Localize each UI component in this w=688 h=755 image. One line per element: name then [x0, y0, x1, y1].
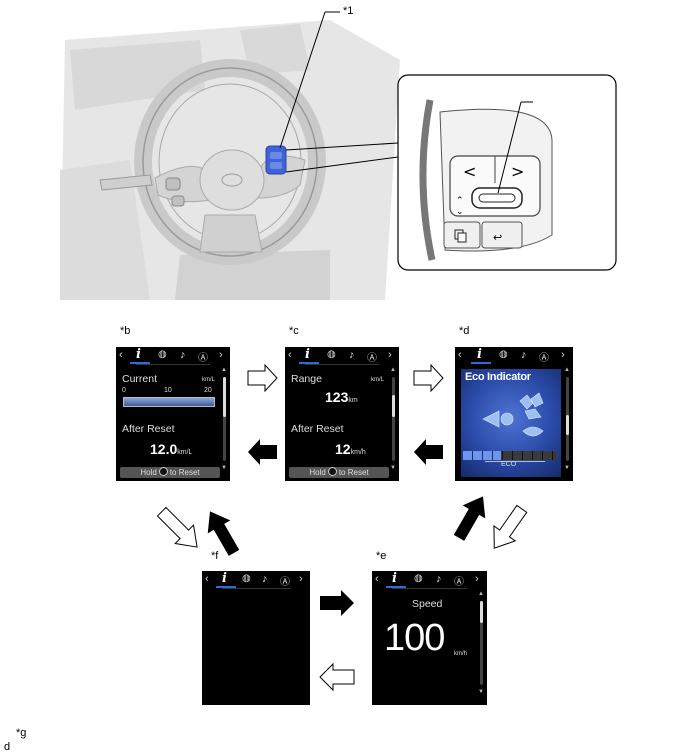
info-icon: i	[305, 347, 310, 362]
chevron-left-icon: ‹	[375, 573, 379, 585]
unit-label: km/L	[371, 377, 385, 383]
after-reset-label: After Reset	[291, 423, 344, 435]
steering-wheel-illustration: < > ⌃ ⌄ ↩	[60, 11, 617, 300]
scrollbar[interactable]: ▲ ▼	[564, 367, 570, 471]
arrow-b-to-f	[156, 506, 198, 548]
arrow-e-to-f	[319, 662, 355, 692]
a-circle-icon: Ⓐ	[280, 577, 290, 588]
screen-c: ‹ i ◍ ♪ Ⓐ › Range km/L 123km After Reset…	[285, 347, 399, 481]
unit-label: km/L	[202, 377, 216, 383]
speed-unit: km/h	[454, 651, 468, 657]
arrow-c-to-d	[413, 363, 444, 393]
after-reset-value: 12km/h	[335, 441, 366, 457]
after-reset-value: 12.0km/L	[150, 441, 193, 457]
gauge-icon: ◍	[327, 349, 336, 360]
after-reset-label: After Reset	[122, 423, 175, 435]
screen-d: ‹ i ◍ ♪ Ⓐ › Eco Indicator ECO ▲ ▼	[455, 347, 573, 481]
svg-text:<: <	[463, 162, 476, 181]
footnote-d: d	[4, 741, 11, 753]
eco-title: Eco Indicator	[465, 371, 531, 383]
gauge-icon: ◍	[242, 573, 251, 584]
current-label: Current	[122, 373, 158, 385]
speed-value: 100	[384, 617, 445, 659]
music-icon: ♪	[349, 349, 355, 361]
speed-label: Speed	[412, 598, 443, 610]
music-icon: ♪	[180, 349, 186, 361]
scroll-down-icon: ▼	[478, 689, 484, 695]
tab-bar: ‹ i ◍ ♪ Ⓐ ›	[116, 347, 230, 364]
chevron-left-icon: ‹	[119, 349, 123, 361]
svg-text:⌃: ⌃	[456, 196, 464, 206]
a-circle-icon: Ⓐ	[367, 353, 377, 364]
svg-text:⌄: ⌄	[456, 207, 464, 217]
callout-f: *f	[211, 550, 219, 562]
consumption-bar	[123, 397, 215, 407]
scrollbar[interactable]: ▲ ▼	[221, 367, 227, 471]
arrow-b-to-c	[247, 363, 278, 393]
music-icon: ♪	[262, 573, 268, 585]
screen-b: ‹ i ◍ ♪ Ⓐ › Current km/L 0 10 20 After R…	[116, 347, 230, 481]
a-circle-icon: Ⓐ	[454, 577, 464, 588]
scroll-down-icon: ▼	[564, 465, 570, 471]
info-icon: i	[392, 571, 397, 586]
callout-g: *g	[16, 727, 27, 739]
svg-text:↩: ↩	[493, 231, 502, 244]
info-icon: i	[477, 347, 482, 362]
gauge-icon: ◍	[158, 349, 167, 360]
tab-bar: ‹ i ◍ ♪ Ⓐ ›	[455, 347, 573, 364]
callout-c: *c	[289, 325, 299, 337]
scroll-up-icon: ▲	[564, 367, 570, 373]
chevron-right-icon: ›	[388, 349, 392, 361]
tab-bar: ‹ i ◍ ♪ Ⓐ ›	[285, 347, 399, 364]
chevron-left-icon: ‹	[288, 349, 292, 361]
eco-level-bar	[463, 451, 557, 460]
arrow-e-to-d	[453, 496, 486, 541]
info-icon: i	[136, 347, 141, 362]
chevron-right-icon: ›	[561, 349, 565, 361]
arrow-f-to-e	[320, 590, 354, 616]
scroll-up-icon: ▲	[478, 591, 484, 597]
scroll-up-icon: ▲	[390, 367, 396, 373]
svg-text:>: >	[511, 162, 524, 181]
a-circle-icon: Ⓐ	[539, 353, 549, 364]
eco-label: ECO	[501, 461, 517, 468]
range-value: 123km	[325, 389, 358, 405]
scroll-down-icon: ▼	[390, 465, 396, 471]
arrow-c-to-b	[248, 439, 277, 465]
a-circle-icon: Ⓐ	[198, 353, 208, 364]
range-label: Range	[291, 373, 322, 385]
scroll-up-icon: ▲	[221, 367, 227, 373]
scrollbar[interactable]: ▲ ▼	[478, 591, 484, 695]
screen-f: ‹ i ◍ ♪ Ⓐ ›	[202, 571, 310, 705]
chevron-left-icon: ‹	[458, 349, 462, 361]
music-icon: ♪	[436, 573, 442, 585]
tab-bar: ‹ i ◍ ♪ Ⓐ ›	[372, 571, 487, 588]
gauge-icon: ◍	[414, 573, 423, 584]
callout-d: *d	[459, 325, 470, 337]
arrow-f-to-b	[207, 511, 240, 556]
chevron-right-icon: ›	[219, 349, 223, 361]
scale-max: 20	[204, 387, 212, 394]
chevron-right-icon: ›	[475, 573, 479, 585]
scale-mid: 10	[164, 387, 172, 394]
chevron-right-icon: ›	[299, 573, 303, 585]
scroll-down-icon: ▼	[221, 465, 227, 471]
callout-e: *e	[376, 550, 387, 562]
scale-min: 0	[122, 387, 126, 394]
screen-e: ‹ i ◍ ♪ Ⓐ › Speed 100 km/h ▲ ▼	[372, 571, 487, 705]
arrow-d-to-e	[493, 504, 528, 549]
tab-bar: ‹ i ◍ ♪ Ⓐ ›	[202, 571, 310, 588]
info-icon: i	[222, 571, 227, 586]
music-icon: ♪	[521, 349, 527, 361]
chevron-left-icon: ‹	[205, 573, 209, 585]
eco-leaf-icon	[482, 392, 544, 437]
callout-b: *b	[120, 325, 131, 337]
callout-1: *1	[343, 5, 354, 17]
gauge-icon: ◍	[499, 349, 508, 360]
scrollbar[interactable]: ▲ ▼	[390, 367, 396, 471]
arrow-d-to-c	[414, 439, 443, 465]
